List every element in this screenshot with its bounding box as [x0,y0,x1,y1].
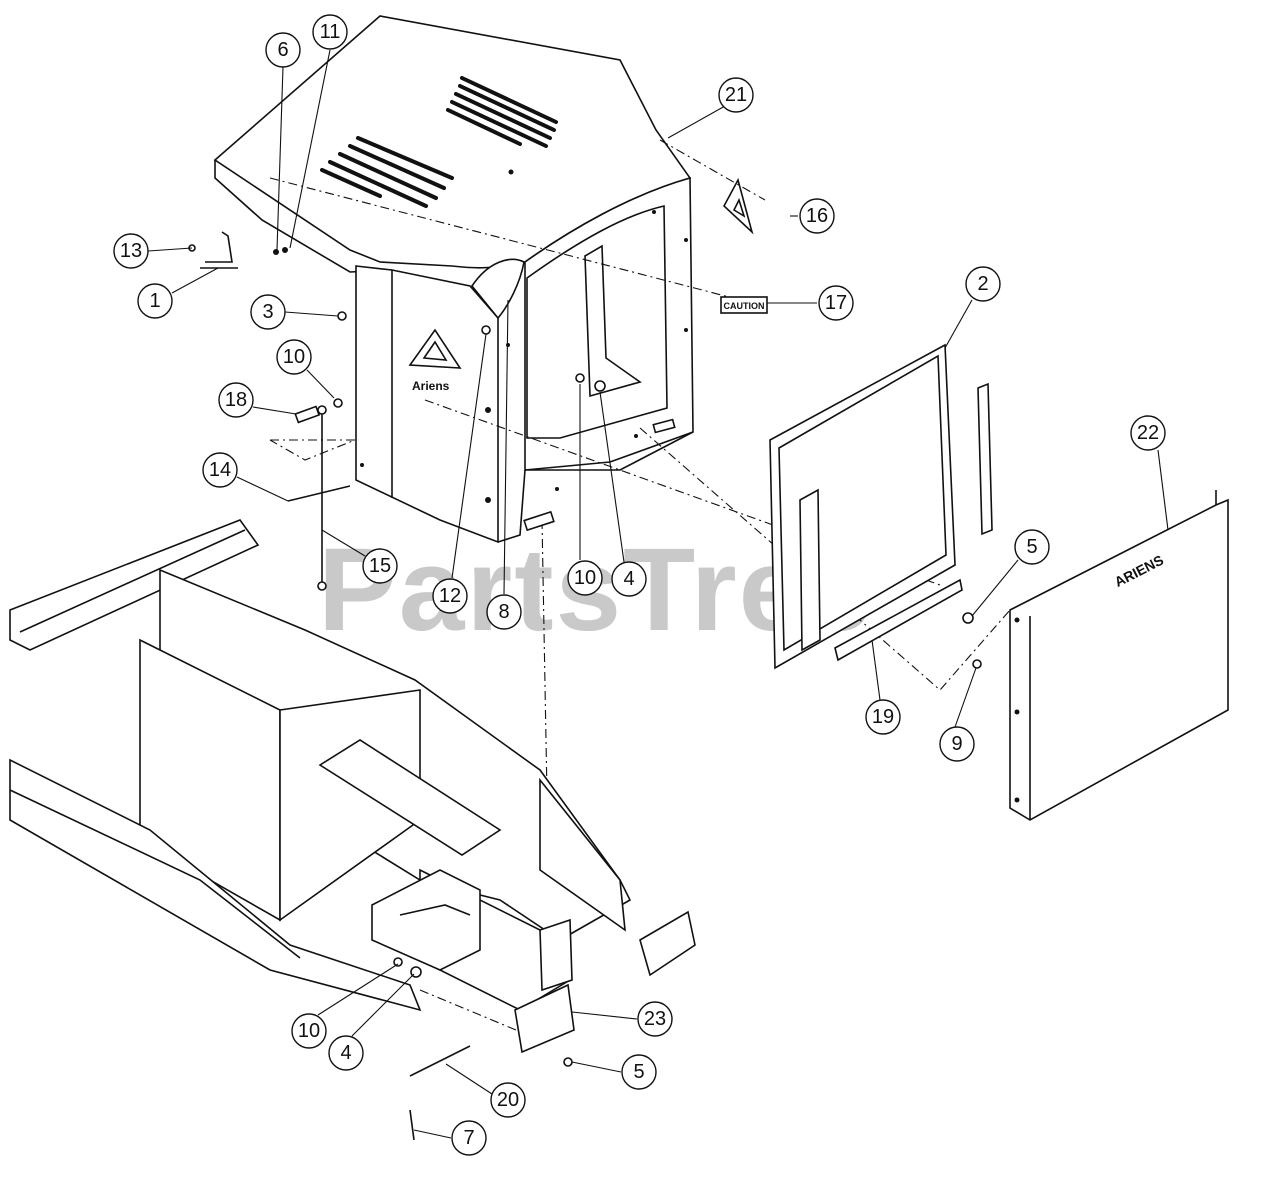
callout-4: 4 [611,561,647,597]
callout-5: 5 [621,1054,657,1090]
callout-label: 22 [1137,422,1159,444]
callout-label: 20 [497,1089,519,1111]
callout-circle [451,1120,487,1156]
callout-label: 10 [283,346,305,368]
callout-circle [490,1082,526,1118]
callout-4: 4 [328,1035,364,1071]
hood-brand-decal: Ariens [412,379,450,393]
callout-label: 7 [463,1127,474,1149]
callout-circle [312,14,348,50]
callout-label: 9 [951,733,962,755]
callout-11: 11 [312,14,348,50]
callout-circle [218,382,254,418]
callout-circle [621,1054,657,1090]
callout-label: 18 [225,389,247,411]
callout-leaders [147,49,1169,1139]
callout-label: 4 [340,1042,351,1064]
callout-label: 2 [977,273,988,295]
callout-label: 3 [262,301,273,323]
callout-20: 20 [490,1082,526,1118]
callout-circle [865,699,901,735]
callout-6: 6 [265,32,301,68]
callout-circle [113,233,149,269]
callout-10: 10 [276,339,312,375]
callout-3: 3 [250,294,286,330]
caution-decal-text: CAUTION [724,301,765,311]
callout-10: 10 [291,1013,327,1049]
callout-label: 10 [574,567,596,589]
callout-circle [818,285,854,321]
callout-circle [137,283,173,319]
callout-circle [1130,415,1166,451]
callout-label: 10 [298,1020,320,1042]
callout-label: 12 [439,585,461,607]
callout-21: 21 [718,77,754,113]
callout-15: 15 [362,548,398,584]
callout-circle [432,578,468,614]
callout-circle [567,560,603,596]
callout-label: 19 [872,706,894,728]
callout-8: 8 [486,594,522,630]
callout-23: 23 [637,1001,673,1037]
callout-circle [611,561,647,597]
callout-label: 4 [623,568,634,590]
callout-label: 11 [320,21,341,43]
callout-circle [265,32,301,68]
callout-14: 14 [202,452,238,488]
callout-circle [202,452,238,488]
callout-label: 6 [277,39,288,61]
callout-circle [718,77,754,113]
callout-12: 12 [432,578,468,614]
decals: CAUTION [720,177,768,314]
callout-1: 1 [137,283,173,319]
hood-assembly: Ariens [213,15,694,544]
callout-10: 10 [567,560,603,596]
callout-circle [1014,529,1050,565]
callout-label: 21 [725,84,747,106]
callout-label: 5 [1026,536,1037,558]
callout-18: 18 [218,382,254,418]
callout-label: 17 [825,292,847,314]
callout-circle [799,198,835,234]
callout-circle [939,726,975,762]
callout-label: 8 [498,601,509,623]
callout-circle [486,594,522,630]
callout-22: 22 [1130,415,1166,451]
callout-9: 9 [939,726,975,762]
callout-label: 1 [149,290,160,312]
callout-7: 7 [451,1120,487,1156]
callout-circle [276,339,312,375]
callout-circle [328,1035,364,1071]
callout-2: 2 [965,266,1001,302]
callout-label: 15 [369,555,391,577]
callout-label: 16 [806,205,828,227]
callout-circle [250,294,286,330]
callout-label: 23 [644,1008,666,1030]
callout-circle [362,548,398,584]
callout-label: 13 [120,240,142,262]
hood-hardware [188,231,676,591]
callout-5: 5 [1014,529,1050,565]
callout-circle [965,266,1001,302]
callout-19: 19 [865,699,901,735]
callout-label: 5 [633,1061,644,1083]
callout-16: 16 [799,198,835,234]
callout-circle [637,1001,673,1037]
callout-label: 14 [209,459,231,481]
screen-frame [769,343,993,670]
chassis-frame [9,519,696,1141]
callout-13: 13 [113,233,149,269]
side-panel: ARIENS [1009,490,1229,821]
callout-circle [291,1013,327,1049]
callout-17: 17 [818,285,854,321]
